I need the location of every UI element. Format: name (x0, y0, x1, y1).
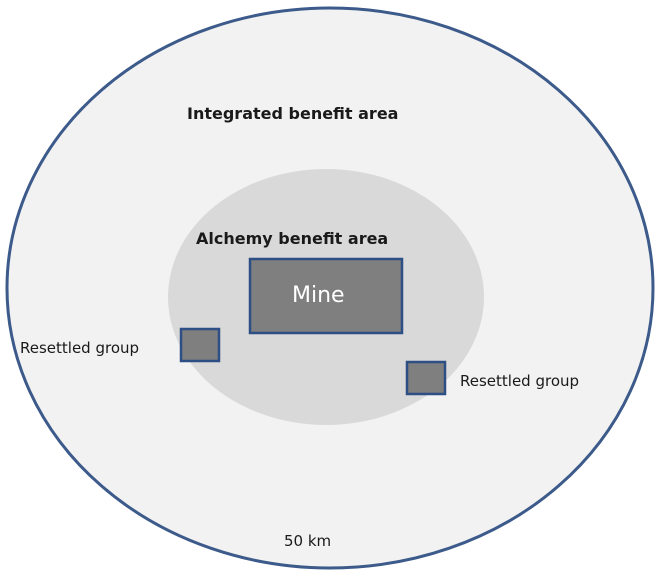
distance-label: 50 km (284, 532, 332, 550)
alchemy-benefit-area-label: Alchemy benefit area (196, 229, 389, 248)
resettled-group-box-right (405, 360, 447, 396)
resettled-group-label-left: Resettled group (20, 339, 140, 357)
resettled-group-box-left (179, 327, 221, 363)
resettled-group-label-right: Resettled group (460, 372, 580, 390)
integrated-benefit-area-label: Integrated benefit area (187, 104, 399, 123)
mine-label: Mine (292, 283, 345, 308)
mine-box (248, 257, 404, 335)
